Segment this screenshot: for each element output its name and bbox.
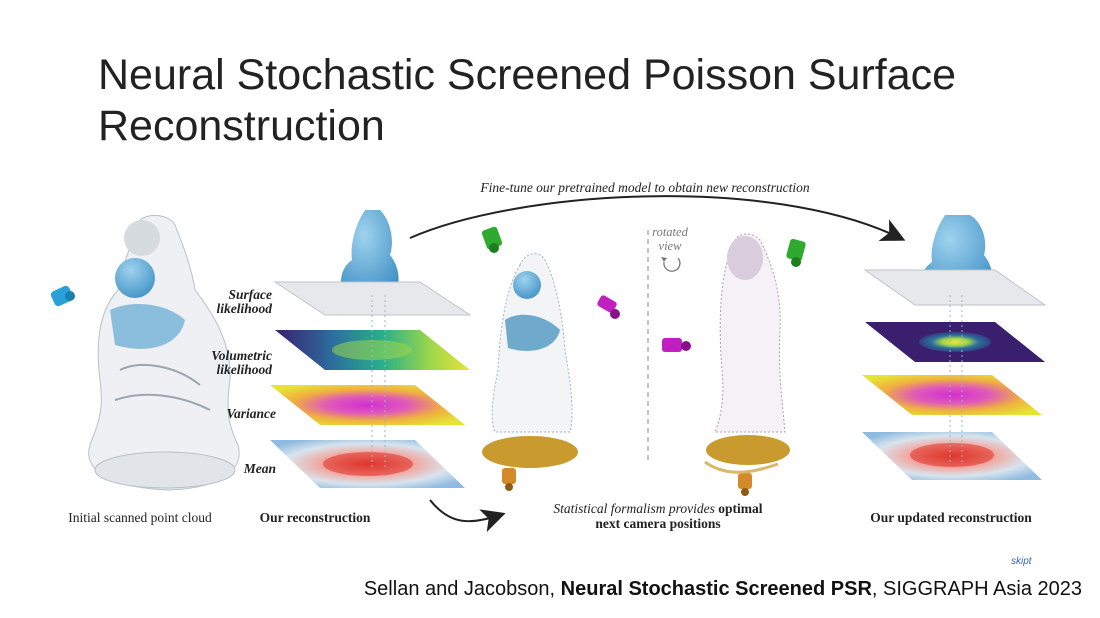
bottom-annotation-line1: Statistical formalism provides optimal	[553, 501, 762, 516]
bottom-annotation-bold2: next camera positions	[595, 516, 720, 531]
label-surface-2: likelihood	[216, 301, 272, 316]
green-camera-icon-right	[786, 238, 806, 267]
bottom-annotation-regular: Statistical formalism provides	[553, 501, 718, 516]
updated-layer-variance	[862, 375, 1042, 415]
orange-camera-icon-left	[502, 468, 516, 491]
cyan-camera-icon	[50, 285, 75, 307]
updated-reconstruction: Our updated reconstruction	[862, 215, 1047, 525]
updated-layer-surface	[863, 269, 1047, 306]
rotate-icon	[663, 257, 681, 272]
caption-ours: Our reconstruction	[260, 510, 371, 525]
citation-authors: Sellan and Jacobson,	[363, 578, 561, 600]
method-figure: Initial scanned point cloud Surface like…	[0, 170, 1100, 550]
layer-variance	[270, 385, 465, 425]
label-surface-1: Surface	[229, 287, 273, 302]
gold-mesh-base-right	[706, 435, 790, 465]
caption-updated: Our updated reconstruction	[870, 510, 1032, 525]
citation-venue: , SIGGRAPH Asia 2023	[871, 578, 1082, 600]
label-volumetric-1: Volumetric	[211, 348, 272, 363]
top-annotation: Fine-tune our pretrained model to obtain…	[479, 180, 810, 195]
rotated-view-label-2: view	[659, 239, 683, 253]
fine-tune-arrow	[409, 195, 906, 241]
our-reconstruction: Surface likelihood Volumetric likelihood…	[211, 210, 472, 525]
green-camera-icon	[481, 226, 503, 253]
camera-view-right	[662, 233, 806, 496]
method-figure-svg: Initial scanned point cloud Surface like…	[50, 180, 1047, 533]
slide-title: Neural Stochastic Screened Poisson Surfa…	[98, 51, 957, 150]
initial-point-cloud: Initial scanned point cloud	[50, 214, 240, 525]
layer-surface	[273, 281, 472, 316]
gold-mesh-base-left	[482, 436, 578, 468]
magenta-camera-icon-left	[597, 295, 620, 319]
bottom-annotation-bold1: optimal	[718, 501, 763, 516]
label-variance: Variance	[226, 406, 276, 421]
watermark: skipt	[1011, 556, 1032, 567]
camera-position-arrow	[429, 499, 506, 533]
citation-paper: Neural Stochastic Screened PSR	[560, 578, 872, 600]
orange-camera-icon-right	[738, 473, 752, 496]
rotated-view-label-1: rotated	[652, 225, 688, 239]
magenta-camera-icon-right	[662, 338, 691, 352]
label-volumetric-2: likelihood	[216, 362, 272, 377]
caption-initial: Initial scanned point cloud	[68, 510, 212, 525]
citation: Sellan and Jacobson, Neural Stochastic S…	[364, 578, 1082, 601]
camera-view-left	[481, 226, 620, 491]
label-mean: Mean	[243, 461, 276, 476]
